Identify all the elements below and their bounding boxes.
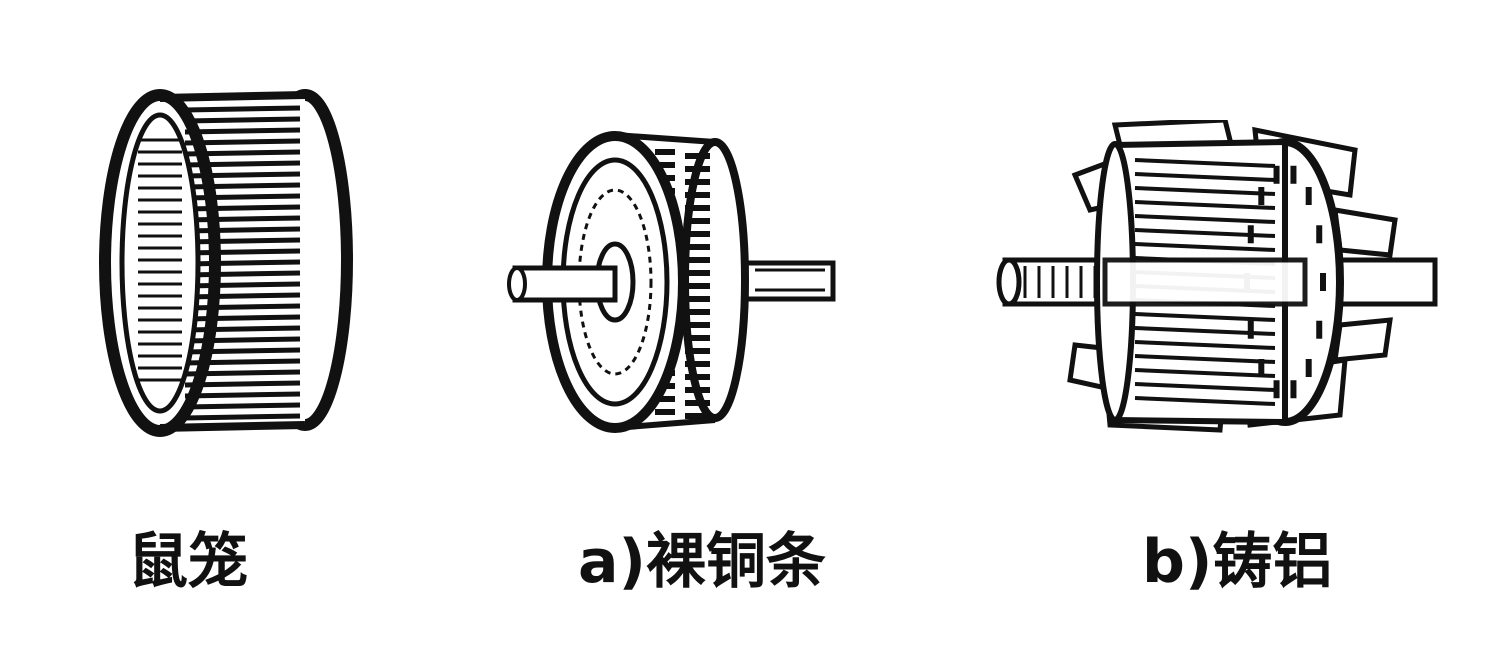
caption-squirrel-cage: 鼠笼 [128, 527, 248, 597]
caption-cast-aluminum: b)铸铝 [1142, 527, 1333, 597]
bare-copper-rotor-figure [505, 130, 845, 440]
bare-copper-rotor-illustration [507, 131, 836, 433]
cast-aluminum-rotor-figure [995, 120, 1445, 450]
squirrel-cage-figure [90, 80, 370, 450]
cast-aluminum-rotor-illustration [996, 120, 1438, 433]
squirrel-cage-illustration [99, 89, 353, 437]
caption-bare-copper-bar: a)裸铜条 [578, 527, 826, 597]
